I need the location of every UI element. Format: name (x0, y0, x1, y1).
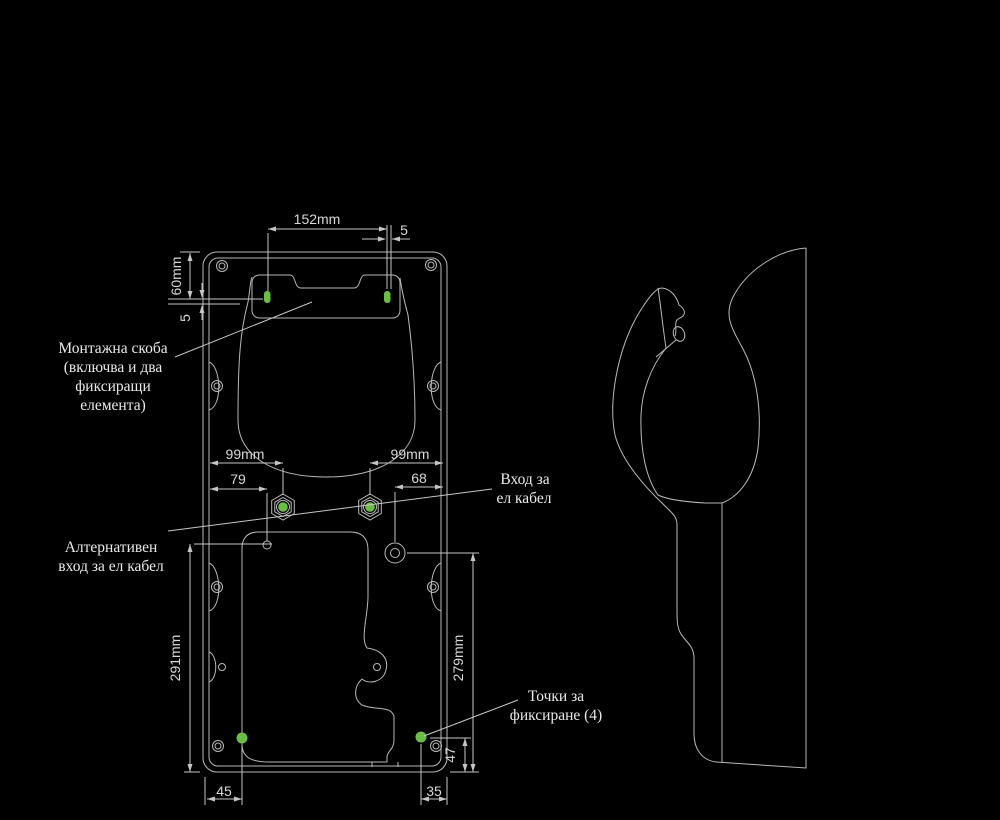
channel-hole (373, 663, 381, 671)
cable-entry-right (358, 493, 382, 521)
cable-exit-slot (371, 762, 399, 767)
profile-arm-tip (661, 287, 685, 337)
pilot-hole (262, 540, 272, 550)
profile-tip-seam (657, 287, 667, 349)
mounting-bracket (251, 274, 401, 319)
profile-back-edge (715, 248, 807, 769)
label-mounting-bracket-4: елемента) (80, 397, 145, 414)
dim-height-right: 279mm (450, 635, 466, 682)
dimension-text: 152mm 5 60mm 5 99mm 99mm 79 68 291mm 279… (167, 211, 466, 799)
profile-front-arm-inner (640, 347, 722, 504)
label-cable-entry-2: ел кабел (497, 490, 552, 507)
profile-nozzle (672, 326, 686, 342)
upper-cutout-outline (237, 276, 416, 478)
dim-top-width: 152mm (294, 211, 341, 227)
dim-corner-right: 47 (442, 747, 458, 763)
leader-mounting-bracket (174, 301, 313, 358)
bracket-fixing-point-left (264, 291, 271, 303)
dim-foot-right: 35 (426, 783, 442, 799)
dim-bracket-height: 60mm (168, 257, 184, 296)
dim-height-left: 291mm (167, 635, 183, 682)
dim-foot-left: 45 (216, 783, 232, 799)
alternative-cable-entry (384, 542, 406, 564)
label-fixing-points-2: фиксиране (4) (510, 707, 602, 724)
label-cable-entry-1: Вход за (500, 471, 549, 488)
profile-bowl-curve (721, 247, 807, 762)
label-alt-entry-1: Алтернативен (65, 539, 158, 556)
backplate-inner-edge (208, 257, 442, 767)
callout-labels: Монтажна скоба (включва и два фиксиращи … (58, 340, 602, 724)
dim-entry-left: 99mm (226, 446, 265, 462)
label-alt-entry-2: вход за ел кабел (58, 558, 164, 575)
label-mounting-bracket-2: (включва и два (64, 359, 163, 376)
corner-screw-holes (212, 259, 442, 752)
fixing-point-bottom-left (236, 732, 248, 744)
profile-front-arm-outer (612, 287, 717, 763)
dim-bracket-offset: 5 (177, 314, 193, 322)
lower-cutout-outline (241, 531, 395, 763)
side-fixing-holes (208, 361, 442, 683)
bracket-fixing-point-right (384, 291, 391, 303)
dim-hole-right: 68 (411, 470, 427, 486)
dim-hole-left: 79 (230, 471, 246, 487)
backplate-outer-edge (202, 251, 448, 773)
label-mounting-bracket-1: Монтажна скоба (58, 340, 167, 357)
label-mounting-bracket-3: фиксиращи (75, 378, 151, 395)
fixing-point-bottom-right (415, 731, 427, 743)
leader-fixing-points (423, 699, 519, 737)
backplate-front-view (202, 251, 448, 773)
cable-entry-left (271, 493, 295, 521)
dimension-annotations (167, 225, 519, 805)
label-fixing-points-1: Точки за (528, 688, 584, 705)
dim-entry-right: 99mm (391, 446, 430, 462)
dryer-side-profile (612, 247, 807, 769)
leader-cable-entry (167, 488, 493, 532)
dim-top-offset: 5 (400, 222, 408, 238)
